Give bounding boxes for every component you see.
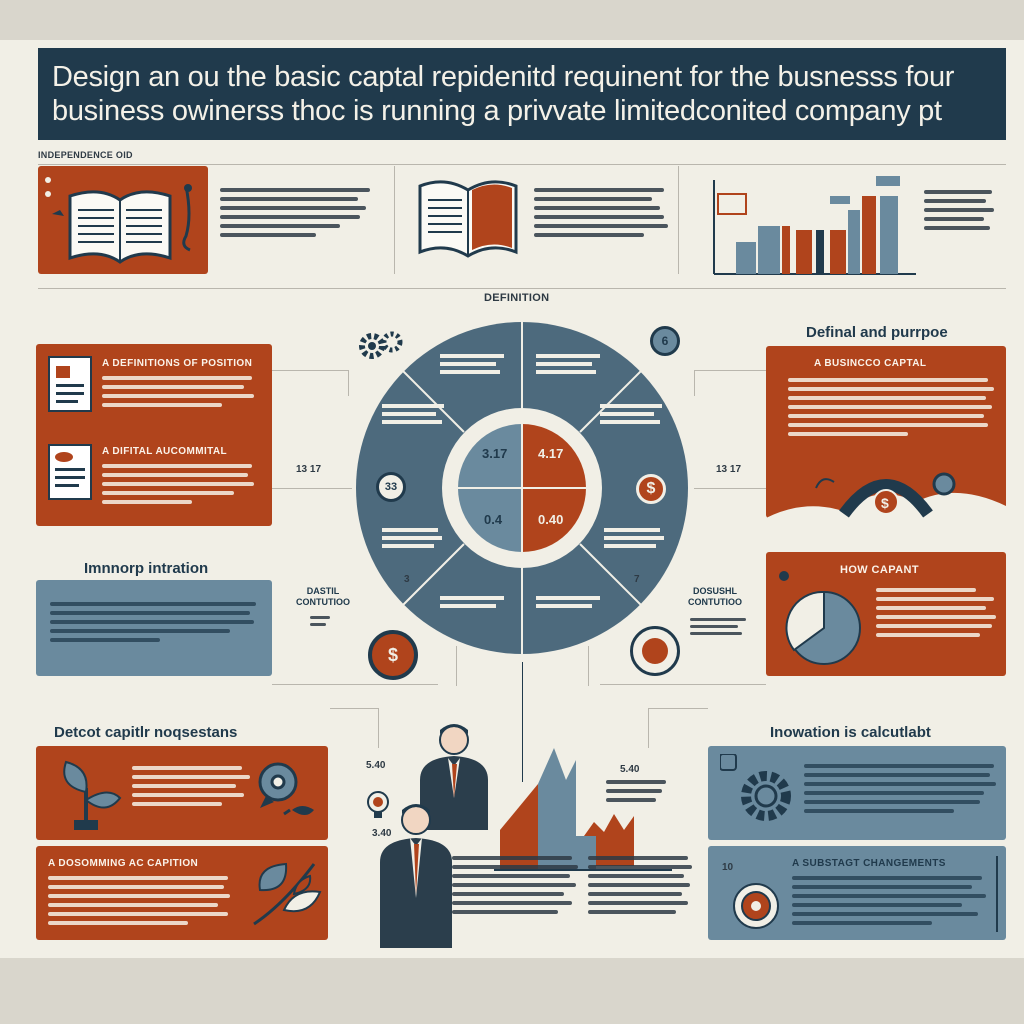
people-text xyxy=(606,780,670,807)
right-bottom-text-1 xyxy=(804,764,1000,818)
right-bottom-panel-2: 10 A SUBSTAGT CHANGEMENTS xyxy=(708,846,1006,940)
document-icon xyxy=(48,356,92,412)
top-label: INDEPENDENCE OID xyxy=(38,150,133,160)
right-capital-panel: A BUSINCCO CAPTAL $ xyxy=(766,346,1006,518)
connector xyxy=(272,370,348,371)
svg-text:$: $ xyxy=(881,495,889,511)
capital-label-left-lines xyxy=(310,616,334,631)
top-card-left-image xyxy=(38,166,208,274)
right-bottom-number: 10 xyxy=(722,862,734,873)
connector xyxy=(456,646,457,686)
top-card-left-text xyxy=(220,188,380,242)
gauge-icon: 6 xyxy=(650,326,680,356)
pie-value-1: 3.17 xyxy=(482,446,508,461)
ring-label-right: 7 xyxy=(634,574,640,585)
left-info-text xyxy=(50,602,260,647)
capital-label-right: DOSUSHL CONTUTIOO xyxy=(688,586,742,607)
top-card-middle-text xyxy=(534,188,674,242)
pie-value-2: 4.17 xyxy=(538,446,564,461)
right-bottom-panel-1 xyxy=(708,746,1006,840)
bar-graphic xyxy=(706,170,918,285)
right-panel-title-1: A BUSINCCO CAPTAL xyxy=(814,358,927,369)
left-bottom-text-1 xyxy=(132,766,252,811)
capital-label-right-lines xyxy=(690,618,750,640)
title-banner: Design an ou the basic captal repidenitd… xyxy=(38,48,1006,140)
plant-icon xyxy=(63,760,122,830)
center-bottom-text-1 xyxy=(452,856,582,919)
section-left-mid: Imnnorp intration xyxy=(84,560,209,577)
connector xyxy=(694,370,695,396)
left-info-panel xyxy=(36,580,272,676)
connector xyxy=(588,646,589,686)
chat-bubble-icon xyxy=(258,762,314,816)
right-how-panel: HOW CAPANT xyxy=(766,552,1006,676)
section-right-bottom: Inowation is calcutlabt xyxy=(770,724,931,741)
connector xyxy=(272,488,352,489)
right-panel-text-1 xyxy=(788,378,998,441)
central-ring xyxy=(352,320,692,661)
gear-icon xyxy=(720,754,791,821)
divider xyxy=(38,288,1006,289)
ring-label-left: 3 xyxy=(404,574,410,585)
section-definition: DEFINITION xyxy=(484,292,550,304)
left-panel-text-1 xyxy=(102,376,262,412)
pie-value-4: 0.40 xyxy=(538,512,564,527)
connector xyxy=(694,370,766,371)
connector xyxy=(348,370,349,396)
coins-arch-icon: $ xyxy=(766,472,1006,518)
connector xyxy=(694,488,766,489)
arrow-down xyxy=(522,662,523,782)
dollar-coin-icon: $ xyxy=(368,630,418,680)
red-book-icon xyxy=(414,176,526,267)
people-number-b: 3.40 xyxy=(372,828,392,839)
connector xyxy=(272,684,438,685)
left-bottom-text-2 xyxy=(48,876,238,930)
report-icon xyxy=(48,444,92,500)
divider xyxy=(678,166,679,274)
connector xyxy=(648,708,649,748)
gears-icon xyxy=(356,326,404,367)
pie-chart-icon xyxy=(779,571,861,665)
right-side-number: 13 17 xyxy=(716,464,742,475)
divider xyxy=(394,166,395,274)
people-number-c: 5.40 xyxy=(620,764,640,775)
leaf-branch-icon xyxy=(253,862,322,926)
right-bottom-text-2 xyxy=(792,876,992,930)
left-panel-title-1: A DEFINITIONS OF POSITION xyxy=(102,358,253,369)
connector xyxy=(330,708,378,709)
title-line-2: business owinerss thoc is running a priv… xyxy=(52,95,942,127)
center-bottom-text-2 xyxy=(588,856,698,919)
left-panel-text-2 xyxy=(102,464,262,509)
top-card-right-text xyxy=(924,190,1004,235)
left-side-number: 13 17 xyxy=(296,464,322,475)
connector xyxy=(600,684,766,685)
left-bottom-title-2: A DOSOMMING AC CAPITION xyxy=(48,858,199,869)
section-left-bottom: Detcot capitlr noqsestans xyxy=(54,724,238,741)
divider xyxy=(38,164,1006,165)
coin-icon: 33 xyxy=(376,472,406,502)
scale-line xyxy=(996,856,998,932)
capital-label-left: DASTIL CONTUTIOO xyxy=(296,586,350,607)
connector xyxy=(648,708,708,709)
connector xyxy=(378,708,379,748)
left-panel-title-2: A DIFITAL AUCOMMITAL xyxy=(102,446,228,457)
section-right-top: Definal and purrpoe xyxy=(806,324,948,341)
left-bottom-panel-2: A DOSOMMING AC CAPITION xyxy=(36,846,328,940)
coin-target-icon xyxy=(733,883,779,929)
right-bottom-title-2: A SUBSTAGT CHANGEMENTS xyxy=(792,858,946,869)
pie-coin-icon xyxy=(630,626,680,676)
open-book-icon xyxy=(45,177,192,264)
business-people-illustration xyxy=(354,720,674,957)
title-line-1: Design an ou the basic captal repidenitd… xyxy=(52,61,955,93)
coin-right-icon: $ xyxy=(636,474,666,504)
right-panel-title-2: HOW CAPANT xyxy=(840,564,919,576)
right-panel-text-2 xyxy=(876,588,1000,642)
left-bottom-panel-1 xyxy=(36,746,328,840)
pie-value-3: 0.4 xyxy=(484,512,503,527)
left-definition-panel: A DEFINITIONS OF POSITION A DIFITAL AUCO… xyxy=(36,344,272,526)
people-number-a: 5.40 xyxy=(366,760,386,771)
